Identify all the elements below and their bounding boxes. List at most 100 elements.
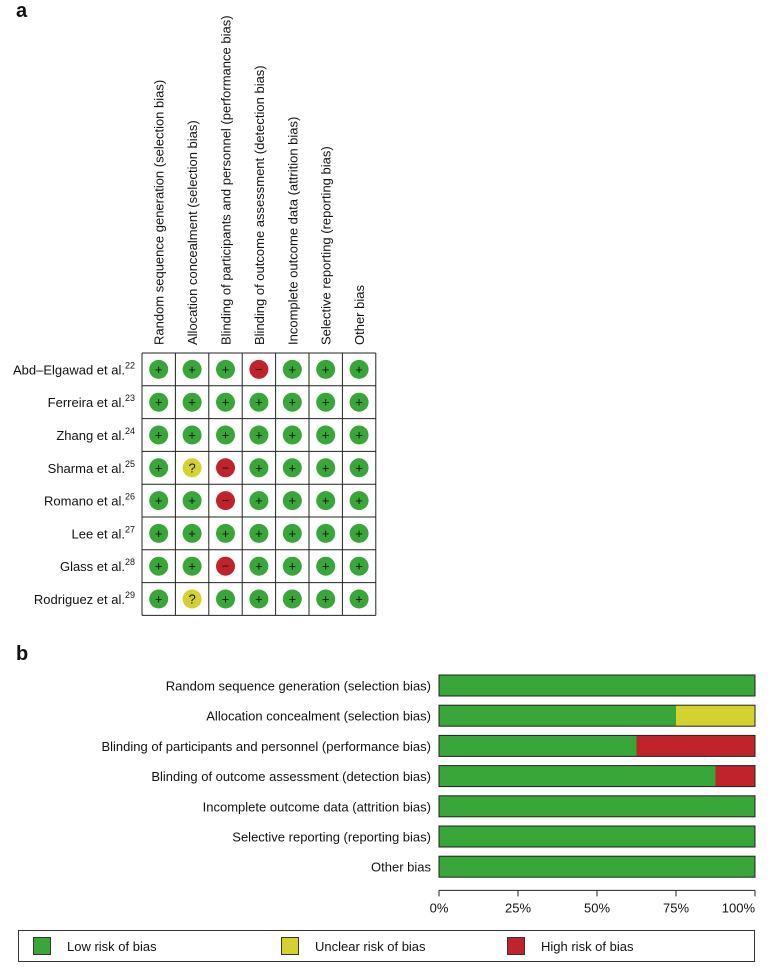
rating-low-circle	[349, 589, 369, 609]
rating-low-symbol: +	[289, 592, 297, 607]
rating-low-symbol: +	[255, 526, 263, 541]
study-label: Ferreira et al.23	[48, 393, 135, 410]
rating-low-symbol: +	[188, 428, 196, 443]
x-tick-label: 75%	[663, 900, 689, 915]
rating-low-circle	[316, 425, 336, 445]
bar-outline	[438, 704, 756, 727]
study-name: Ferreira et al.	[48, 395, 125, 410]
legend-label-low: Low risk of bias	[67, 938, 157, 954]
rating-low-circle	[149, 491, 169, 511]
bar-segment-unclear	[676, 705, 755, 727]
panel-b-label: b	[16, 643, 29, 665]
rating-low-circle	[216, 359, 235, 379]
bar-segment-low	[439, 735, 637, 757]
rating-low-circle	[182, 359, 202, 379]
rating-low-circle	[216, 589, 235, 609]
rating-low-symbol: +	[188, 395, 196, 410]
rating-low-symbol: +	[355, 559, 363, 574]
panel-a-label: a	[16, 0, 28, 22]
rating-low-symbol: +	[188, 362, 196, 377]
rating-low-symbol: +	[222, 428, 230, 443]
study-name: Zhang et al.	[56, 428, 125, 443]
column-header: Allocation concealment (selection bias)	[185, 120, 200, 345]
rating-low-circle	[249, 425, 269, 445]
rating-low-circle	[149, 359, 169, 379]
rating-low-circle	[216, 425, 235, 445]
rating-low-circle	[282, 458, 302, 478]
category-label: Incomplete outcome data (attrition bias)	[203, 799, 431, 814]
rating-low-symbol: +	[289, 526, 297, 541]
rating-low-symbol: +	[222, 395, 230, 410]
rating-low-circle	[182, 556, 202, 576]
rating-low-circle	[149, 523, 169, 543]
rating-low-circle	[149, 392, 169, 412]
category-label: Random sequence generation (selection bi…	[166, 679, 431, 694]
rating-low-symbol: +	[222, 592, 230, 607]
rating-low-symbol: +	[222, 526, 230, 541]
rating-low-circle	[282, 425, 302, 445]
x-tick-label: 0%	[430, 900, 449, 915]
study-name: Lee et al.	[71, 526, 125, 541]
rating-low-circle	[249, 458, 269, 478]
rating-low-symbol: +	[322, 526, 330, 541]
rating-low-symbol: +	[322, 428, 330, 443]
x-tick-label: 50%	[584, 900, 610, 915]
study-ref: 24	[125, 426, 135, 436]
bar-outline	[438, 734, 756, 757]
rating-low-symbol: +	[289, 493, 297, 508]
legend-item-high: High risk of bias	[507, 931, 633, 961]
bar-outline	[438, 855, 756, 878]
study-ref: 27	[125, 524, 135, 534]
x-tick-label: 25%	[505, 900, 531, 915]
rating-low-symbol: +	[155, 526, 163, 541]
rating-low-symbol: +	[322, 592, 330, 607]
bar-segment-high	[715, 765, 755, 787]
rating-low-circle	[282, 491, 302, 511]
rating-low-circle	[182, 523, 202, 543]
rating-high-circle	[249, 359, 269, 379]
rating-low-circle	[282, 392, 302, 412]
rating-low-symbol: +	[289, 362, 297, 377]
rating-low-circle	[282, 359, 302, 379]
bar-segment-low	[439, 705, 676, 727]
rating-low-symbol: +	[289, 559, 297, 574]
rating-low-circle	[349, 425, 369, 445]
bar-segment-low	[439, 795, 755, 817]
column-header: Other bias	[352, 285, 367, 345]
column-header: Incomplete outcome data (attrition bias)	[285, 117, 300, 345]
study-name: Glass et al.	[60, 559, 125, 574]
rating-low-symbol: +	[255, 428, 263, 443]
rating-unclear-circle	[182, 458, 202, 478]
study-label: Abd–Elgawad et al.22	[13, 360, 135, 377]
legend-label-high: High risk of bias	[541, 938, 634, 954]
rating-low-symbol: +	[188, 526, 196, 541]
study-ref: 25	[125, 459, 135, 469]
rating-low-circle	[149, 425, 169, 445]
rating-low-circle	[316, 392, 336, 412]
study-label: Romano et al.26	[44, 492, 135, 509]
study-ref: 28	[125, 557, 135, 567]
bar-segment-high	[636, 735, 755, 757]
bar-segment-low	[439, 856, 755, 878]
rating-low-circle	[249, 556, 269, 576]
rating-high-circle	[216, 491, 235, 511]
study-label: Glass et al.28	[60, 557, 135, 574]
rating-low-symbol: +	[355, 526, 363, 541]
rating-low-circle	[316, 359, 336, 379]
category-label: Blinding of participants and personnel (…	[101, 739, 431, 754]
rating-low-circle	[349, 359, 369, 379]
study-name: Rodriguez et al.	[34, 592, 125, 607]
study-label: Sharma et al.25	[48, 459, 135, 476]
category-label: Blinding of outcome assessment (detectio…	[151, 769, 431, 784]
rating-low-circle	[182, 425, 202, 445]
rating-low-symbol: +	[289, 460, 297, 475]
rating-low-symbol: +	[322, 493, 330, 508]
rating-low-symbol: +	[188, 559, 196, 574]
column-header: Blinding of participants and personnel (…	[219, 15, 234, 345]
legend-item-unclear: Unclear risk of bias	[281, 931, 426, 961]
rating-low-circle	[349, 458, 369, 478]
rating-low-symbol: +	[289, 395, 297, 410]
rating-low-symbol: +	[155, 592, 163, 607]
rating-low-circle	[282, 523, 302, 543]
rating-high-symbol: −	[222, 460, 230, 475]
